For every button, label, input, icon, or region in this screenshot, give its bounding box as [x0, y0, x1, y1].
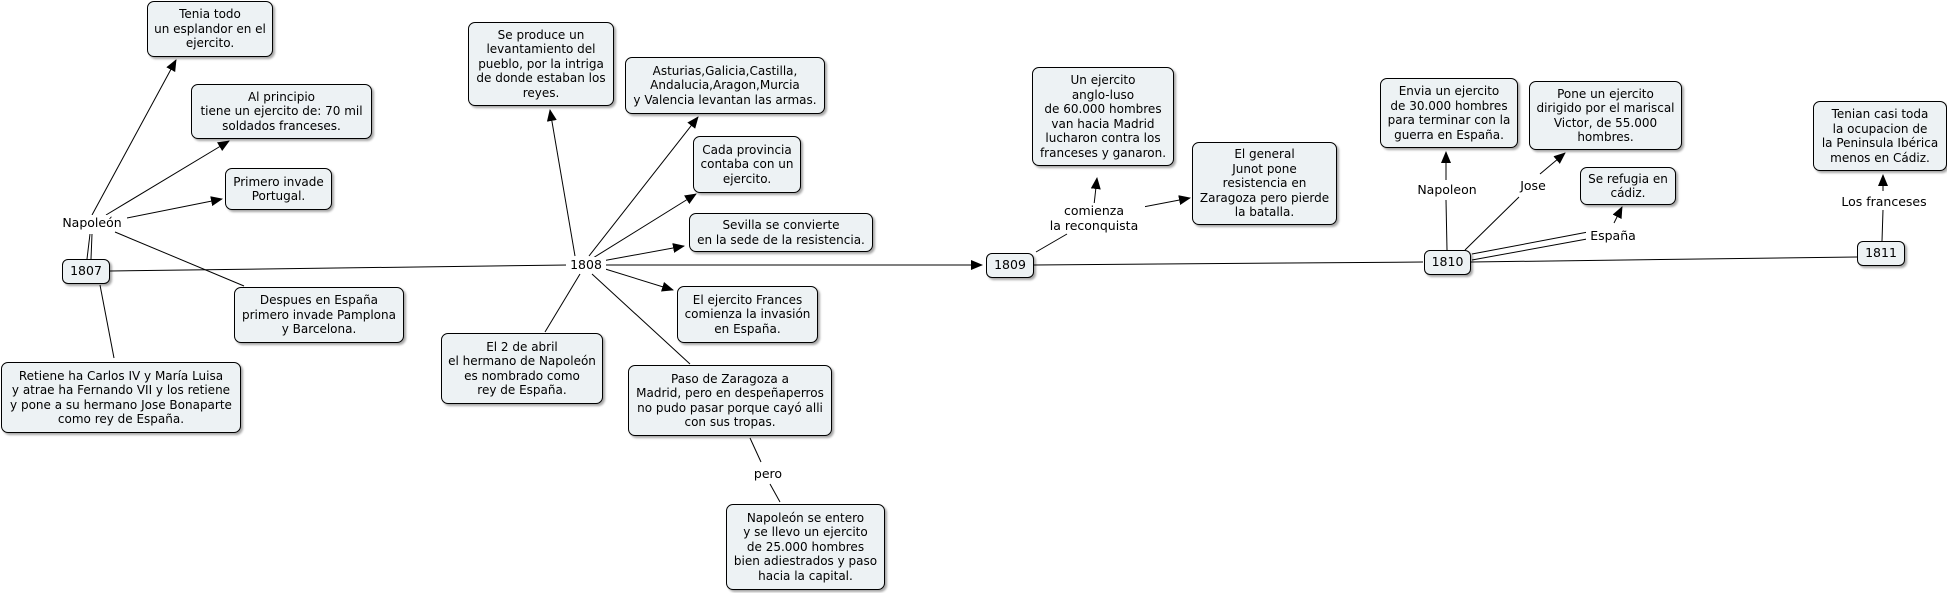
concept-anglo-luso[interactable]: Un ejercito anglo-luso de 60.000 hombres…	[1032, 67, 1174, 166]
concept-despues-espana[interactable]: Despues en España primero invade Pamplon…	[234, 287, 404, 343]
concept-retiene[interactable]: Retiene ha Carlos IV y María Luisa y atr…	[1, 362, 241, 433]
concept-sevilla[interactable]: Sevilla se convierte en la sede de la re…	[689, 213, 873, 252]
concept-cada-provincia[interactable]: Cada provincia contaba con un ejercito.	[693, 136, 801, 193]
concept-al-principio[interactable]: Al principio tiene un ejercito de: 70 mi…	[191, 84, 372, 139]
concept-asturias[interactable]: Asturias,Galicia,Castilla, Andalucia,Ara…	[625, 57, 825, 114]
link-label-comienza: comienza la reconquista	[1043, 203, 1145, 233]
concept-junot[interactable]: El general Junot pone resistencia en Zar…	[1192, 142, 1337, 225]
link-label-napoleon: Napoleón	[57, 215, 127, 230]
concept-paso-zaragoza[interactable]: Paso de Zaragoza a Madrid, pero en despe…	[628, 365, 832, 436]
concept-tenia-todo[interactable]: Tenia todo un esplandor en el ejercito.	[147, 1, 273, 57]
concept-napoleon-entero[interactable]: Napoleón se entero y se llevo un ejercit…	[726, 504, 885, 590]
concept-dos-de-abril[interactable]: El 2 de abril el hermano de Napoleón es …	[441, 333, 603, 404]
link-label-espana: España	[1586, 228, 1640, 243]
year-node-1807[interactable]: 1807	[62, 259, 110, 284]
concept-ejercito-frances[interactable]: El ejercito Frances comienza la invasión…	[677, 286, 818, 343]
year-node-1811[interactable]: 1811	[1857, 241, 1905, 266]
link-label-los-franceses: Los franceses	[1836, 194, 1932, 209]
concept-envia-ejercito[interactable]: Envia un ejercito de 30.000 hombres para…	[1380, 78, 1518, 148]
link-label-jose: Jose	[1514, 178, 1552, 193]
concept-primero-invade[interactable]: Primero invade Portugal.	[225, 168, 332, 210]
concept-refugia-cadiz[interactable]: Se refugia en cádiz.	[1580, 167, 1676, 205]
link-label-pero: pero	[748, 466, 788, 481]
link-label-napoleon-1810: Napoleon	[1412, 182, 1482, 197]
year-node-1810[interactable]: 1810	[1424, 250, 1471, 275]
concept-levantamiento[interactable]: Se produce un levantamiento del pueblo, …	[468, 22, 614, 106]
concept-tenian-casi[interactable]: Tenian casi toda la ocupacion de la Peni…	[1813, 101, 1947, 171]
year-node-1809[interactable]: 1809	[986, 253, 1034, 278]
concept-victor[interactable]: Pone un ejercito dirigido por el marisca…	[1529, 81, 1682, 150]
year-label-1808[interactable]: 1808	[566, 257, 606, 272]
